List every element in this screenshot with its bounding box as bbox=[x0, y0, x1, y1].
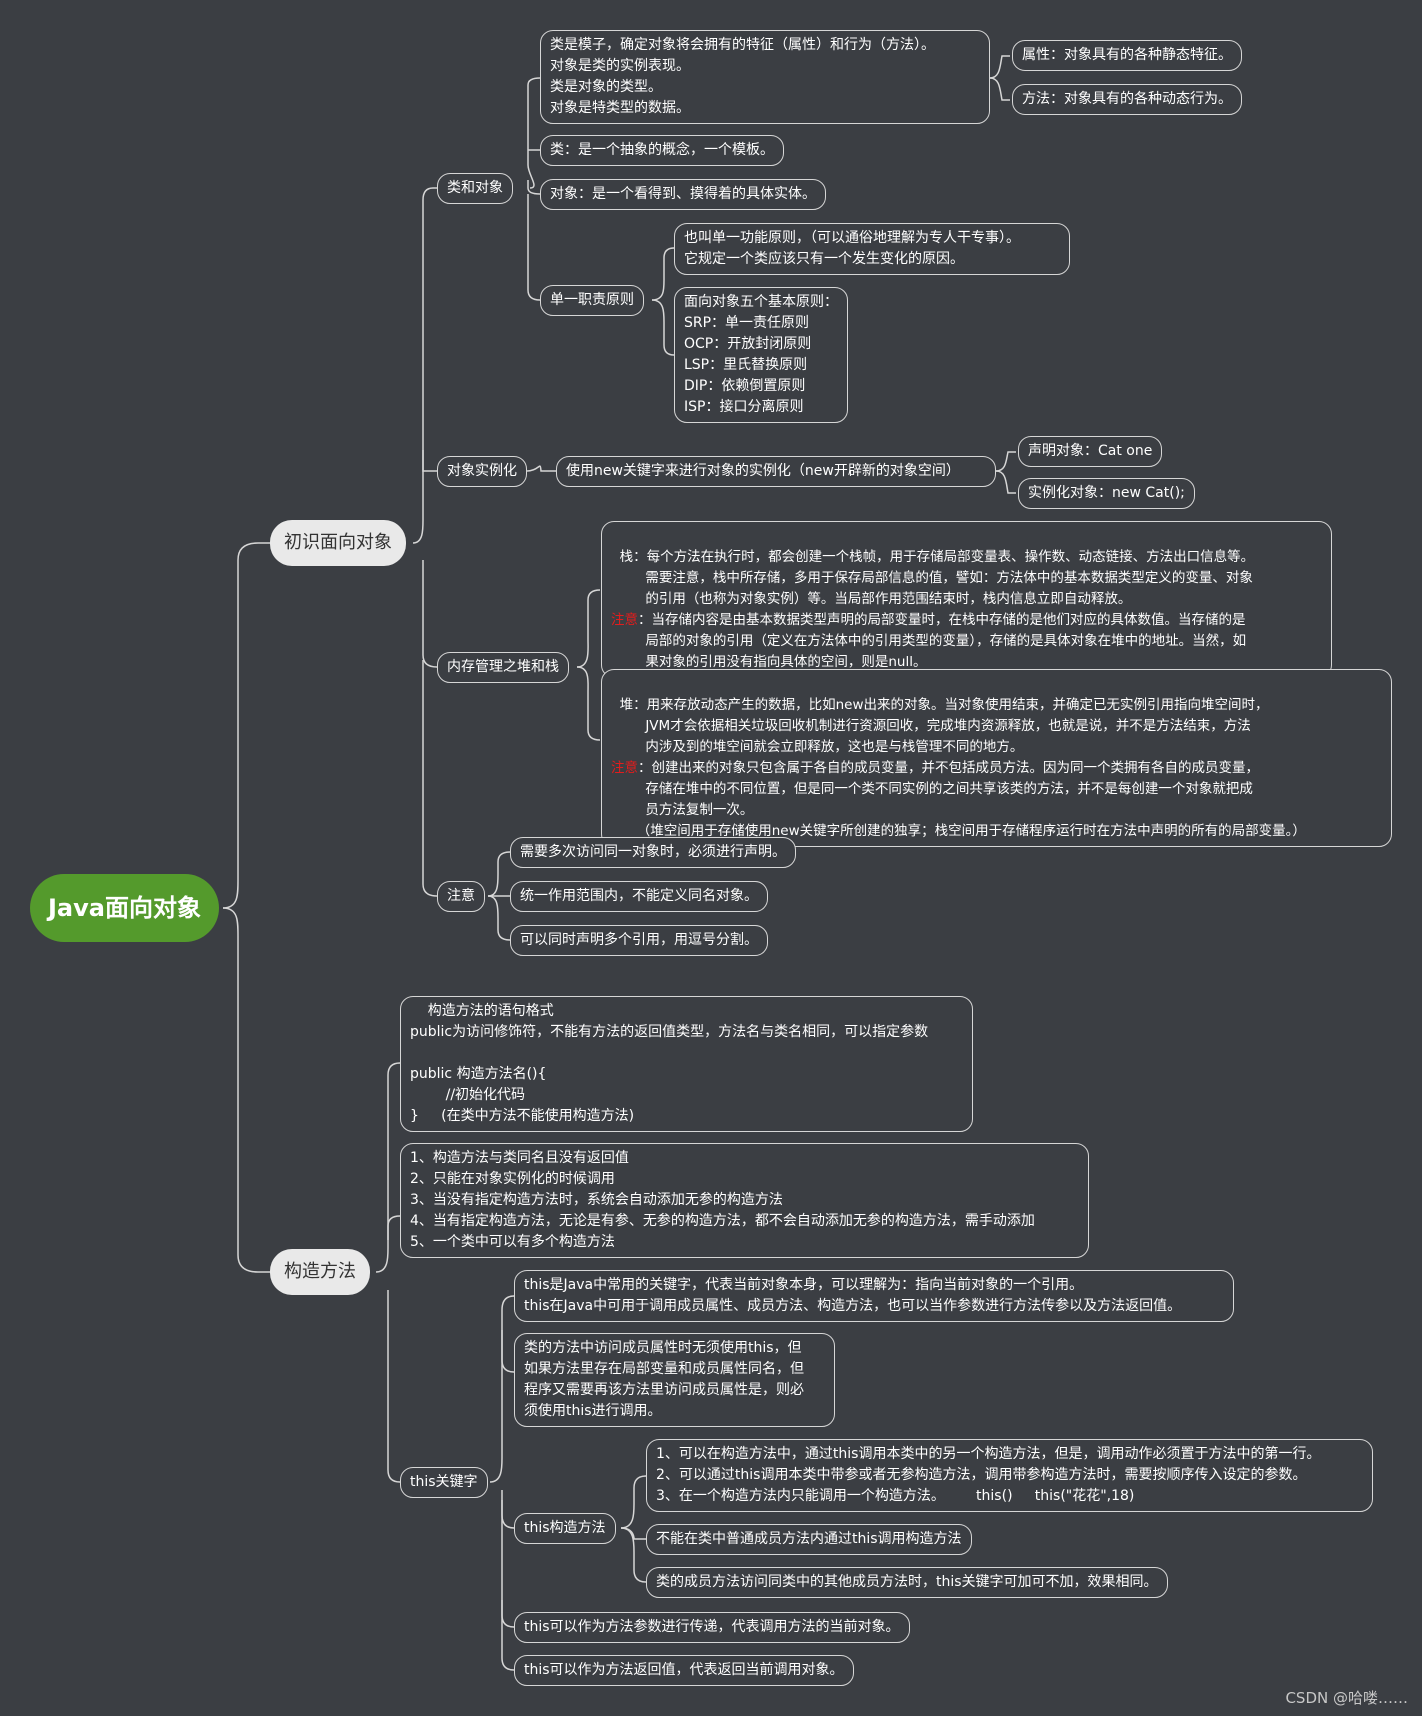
node-this-constructor[interactable]: this构造方法 bbox=[514, 1513, 616, 1544]
node-new-keyword[interactable]: 使用new关键字来进行对象的实例化（new开辟新的对象空间） bbox=[556, 456, 996, 487]
heap-note-label: 注意 bbox=[611, 760, 638, 776]
stack-note: ：当存储内容是由基本数据类型声明的局部变量时，在栈中存储的是他们对应的具体数值。… bbox=[638, 612, 1247, 670]
node-constructor-rules[interactable]: 1、构造方法与类同名且没有返回值 2、只能在对象实例化的时候调用 3、当没有指定… bbox=[400, 1143, 1089, 1258]
node-note-2[interactable]: 统一作用范围内，不能定义同名对象。 bbox=[510, 881, 768, 912]
node-note-1[interactable]: 需要多次访问同一对象时，必须进行声明。 bbox=[510, 837, 796, 868]
node-this-intro[interactable]: this是Java中常用的关键字，代表当前对象本身，可以理解为：指向当前对象的一… bbox=[514, 1270, 1234, 1322]
node-class-and-object[interactable]: 类和对象 bbox=[437, 173, 513, 204]
branch-intro-oop[interactable]: 初识面向对象 bbox=[270, 520, 406, 566]
node-srp[interactable]: 单一职责原则 bbox=[540, 285, 644, 316]
node-class[interactable]: 类：是一个抽象的概念，一个模板。 bbox=[540, 135, 784, 166]
node-this-keyword[interactable]: this关键字 bbox=[400, 1467, 488, 1498]
node-attribute[interactable]: 属性：对象具有的各种静态特征。 bbox=[1012, 40, 1242, 71]
node-this-as-param[interactable]: this可以作为方法参数进行传递，代表调用方法的当前对象。 bbox=[514, 1612, 910, 1643]
heap-text: 堆：用来存放动态产生的数据，比如new出来的对象。当对象使用结束，并确定已无实例… bbox=[619, 697, 1269, 755]
node-instantiate-object[interactable]: 实例化对象：new Cat(); bbox=[1018, 478, 1195, 509]
node-instantiation[interactable]: 对象实例化 bbox=[437, 456, 527, 487]
node-class-definition[interactable]: 类是模子，确定对象将会拥有的特征（属性）和行为（方法）。 对象是类的实例表现。 … bbox=[540, 30, 990, 124]
node-this-ctor-rules[interactable]: 1、可以在构造方法中，通过this调用本类中的另一个构造方法，但是，调用动作必须… bbox=[646, 1439, 1373, 1512]
node-heap-stack[interactable]: 内存管理之堆和栈 bbox=[437, 652, 569, 683]
node-declare-object[interactable]: 声明对象：Cat one bbox=[1018, 436, 1163, 467]
node-this-as-return[interactable]: this可以作为方法返回值，代表返回当前调用对象。 bbox=[514, 1655, 854, 1686]
stack-text: 栈：每个方法在执行时，都会创建一个栈帧，用于存储局部变量表、操作数、动态链接、方… bbox=[619, 549, 1255, 607]
node-this-ctor-restriction[interactable]: 不能在类中普通成员方法内通过this调用构造方法 bbox=[646, 1524, 972, 1555]
node-constructor-syntax[interactable]: 构造方法的语句格式 public为访问修饰符，不能有方法的返回值类型，方法名与类… bbox=[400, 996, 973, 1132]
node-stack[interactable]: 栈：每个方法在执行时，都会创建一个栈帧，用于存储局部变量表、操作数、动态链接、方… bbox=[601, 521, 1332, 678]
node-method[interactable]: 方法：对象具有的各种动态行为。 bbox=[1012, 84, 1242, 115]
watermark: CSDN @哈喽…… bbox=[1285, 1689, 1408, 1707]
node-heap[interactable]: 堆：用来存放动态产生的数据，比如new出来的对象。当对象使用结束，并确定已无实例… bbox=[601, 669, 1392, 847]
node-this-member-access[interactable]: 类的方法中访问成员属性时无须使用this，但 如果方法里存在局部变量和成员属性同… bbox=[514, 1333, 835, 1427]
node-five-principles[interactable]: 面向对象五个基本原则： SRP：单一责任原则 OCP：开放封闭原则 LSP：里氏… bbox=[674, 287, 848, 423]
stack-note-label: 注意 bbox=[611, 612, 638, 628]
node-srp-desc[interactable]: 也叫单一功能原则，（可以通俗地理解为专人干专事）。 它规定一个类应该只有一个发生… bbox=[674, 223, 1070, 275]
root-node[interactable]: Java面向对象 bbox=[30, 874, 219, 942]
node-note-3[interactable]: 可以同时声明多个引用，用逗号分割。 bbox=[510, 925, 768, 956]
node-object[interactable]: 对象：是一个看得到、摸得着的具体实体。 bbox=[540, 179, 826, 210]
node-note[interactable]: 注意 bbox=[437, 881, 485, 912]
branch-constructor[interactable]: 构造方法 bbox=[270, 1249, 370, 1295]
heap-note: ：创建出来的对象只包含属于各自的成员变量，并不包括成员方法。因为同一个类拥有各自… bbox=[636, 760, 1306, 839]
node-this-member-method[interactable]: 类的成员方法访问同类中的其他成员方法时，this关键字可加可不加，效果相同。 bbox=[646, 1567, 1168, 1598]
